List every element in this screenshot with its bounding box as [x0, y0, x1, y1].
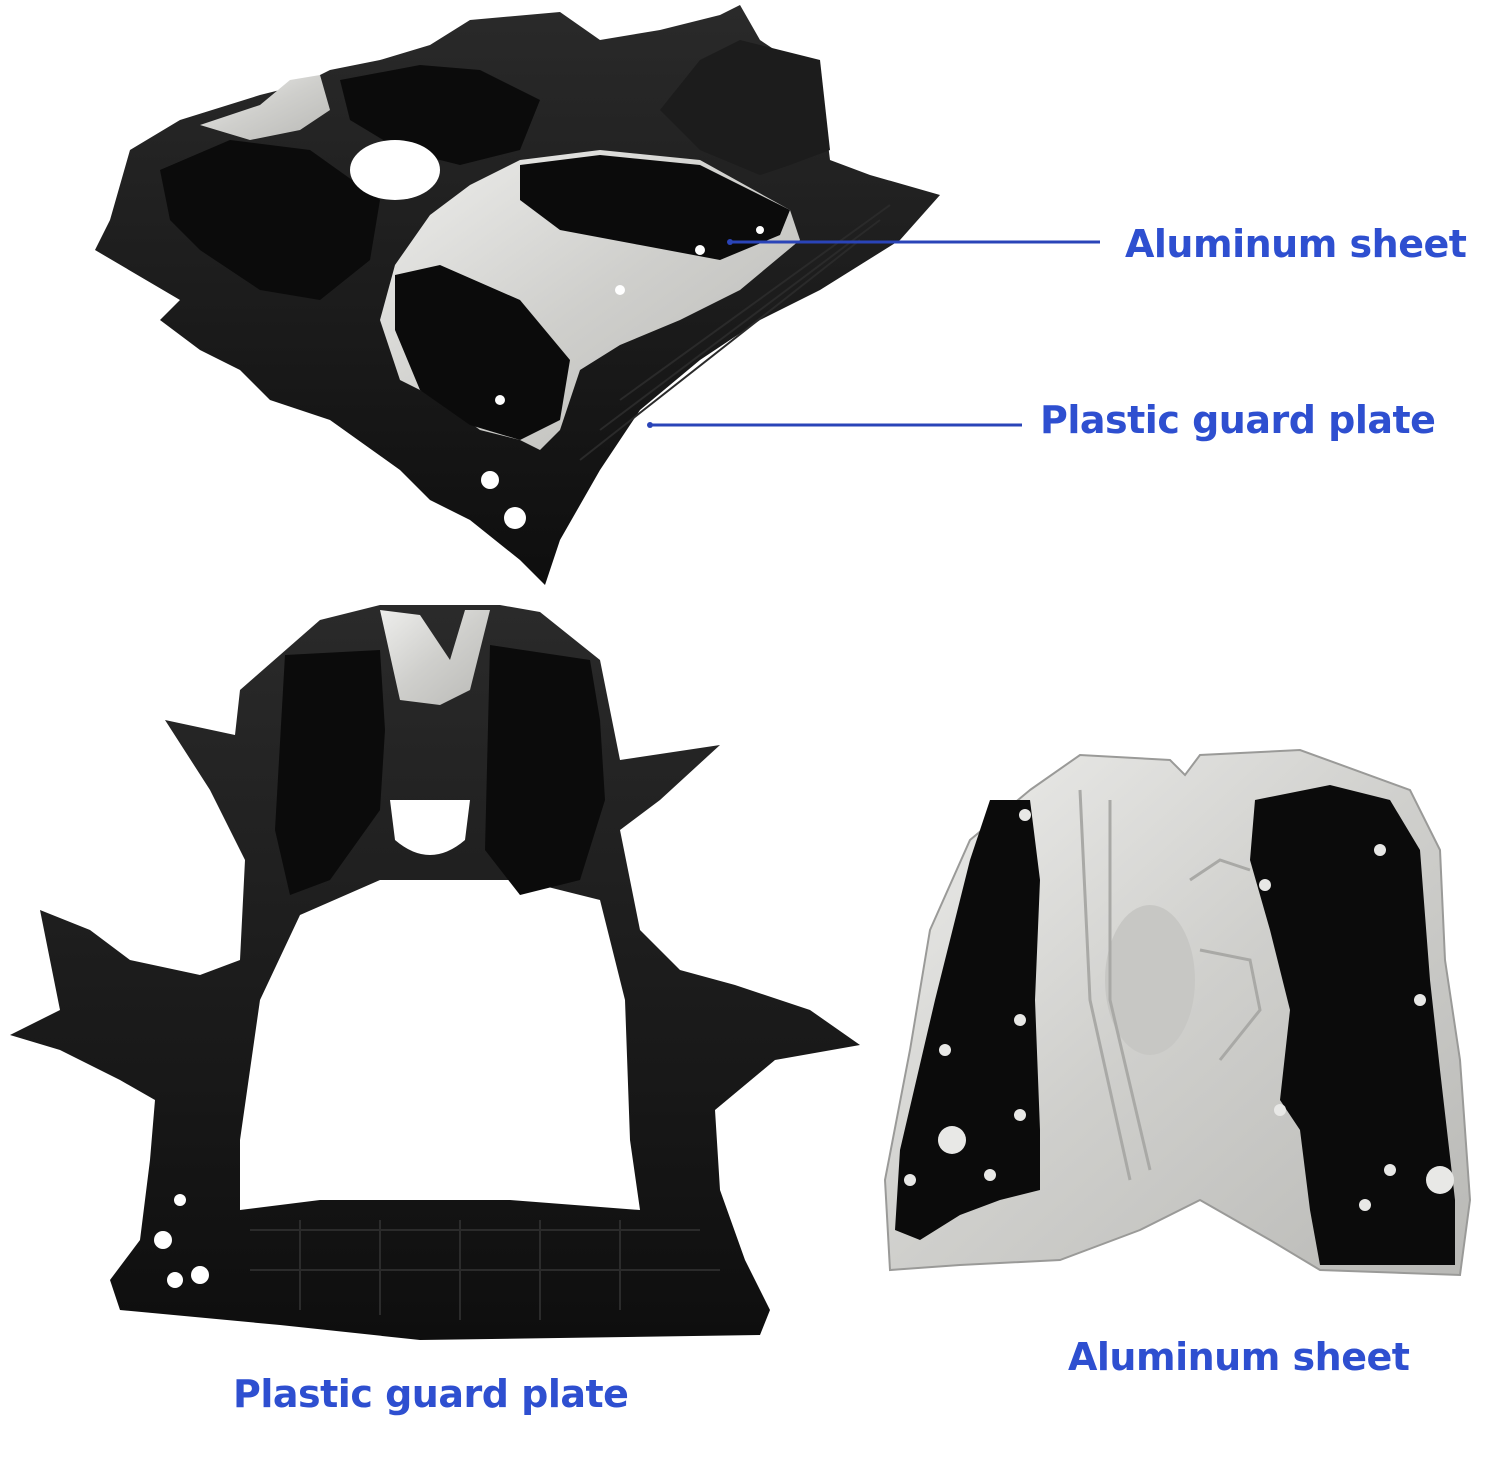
top-center-hole [350, 140, 440, 200]
label-bottom-plastic: Plastic guard plate [233, 1372, 629, 1416]
plastic-callout-dot [647, 422, 653, 428]
top-felt-pad-rear [340, 65, 540, 165]
aluminum-mount-holes [904, 809, 1454, 1211]
plastic-felt-pad-left [275, 650, 385, 895]
aluminum-felt-left [895, 800, 1040, 1240]
top-felt-pad-left [395, 265, 570, 440]
label-top-aluminum: Aluminum sheet [1125, 222, 1467, 266]
top-felt-pad-front [160, 140, 380, 300]
plastic-felt-pad-right [485, 645, 605, 895]
plastic-aluminum-insert [380, 610, 490, 705]
top-mount-holes [481, 226, 764, 529]
label-top-plastic: Plastic guard plate [1040, 398, 1436, 442]
top-fender-flap-right [660, 40, 830, 175]
plastic-frame-outline [10, 605, 860, 1340]
label-bottom-aluminum: Aluminum sheet [1068, 1335, 1410, 1379]
aluminum-felt-right [1250, 785, 1455, 1265]
top-assembly-photo [95, 5, 940, 585]
plastic-center-hole [390, 800, 470, 855]
bottom-aluminum-sheet-photo [883, 748, 1472, 1277]
bottom-plastic-guard-photo [10, 605, 860, 1340]
aluminum-stamped-ridges [1078, 789, 1262, 1181]
top-front-alu-tab [200, 75, 330, 140]
top-felt-pad-right [520, 155, 790, 260]
plastic-ribs [250, 1220, 720, 1320]
aluminum-callout-dot [727, 239, 733, 245]
plastic-mount-holes [154, 1194, 209, 1288]
aluminum-center-bulge [1105, 905, 1195, 1055]
top-plastic-ribs [579, 204, 891, 461]
